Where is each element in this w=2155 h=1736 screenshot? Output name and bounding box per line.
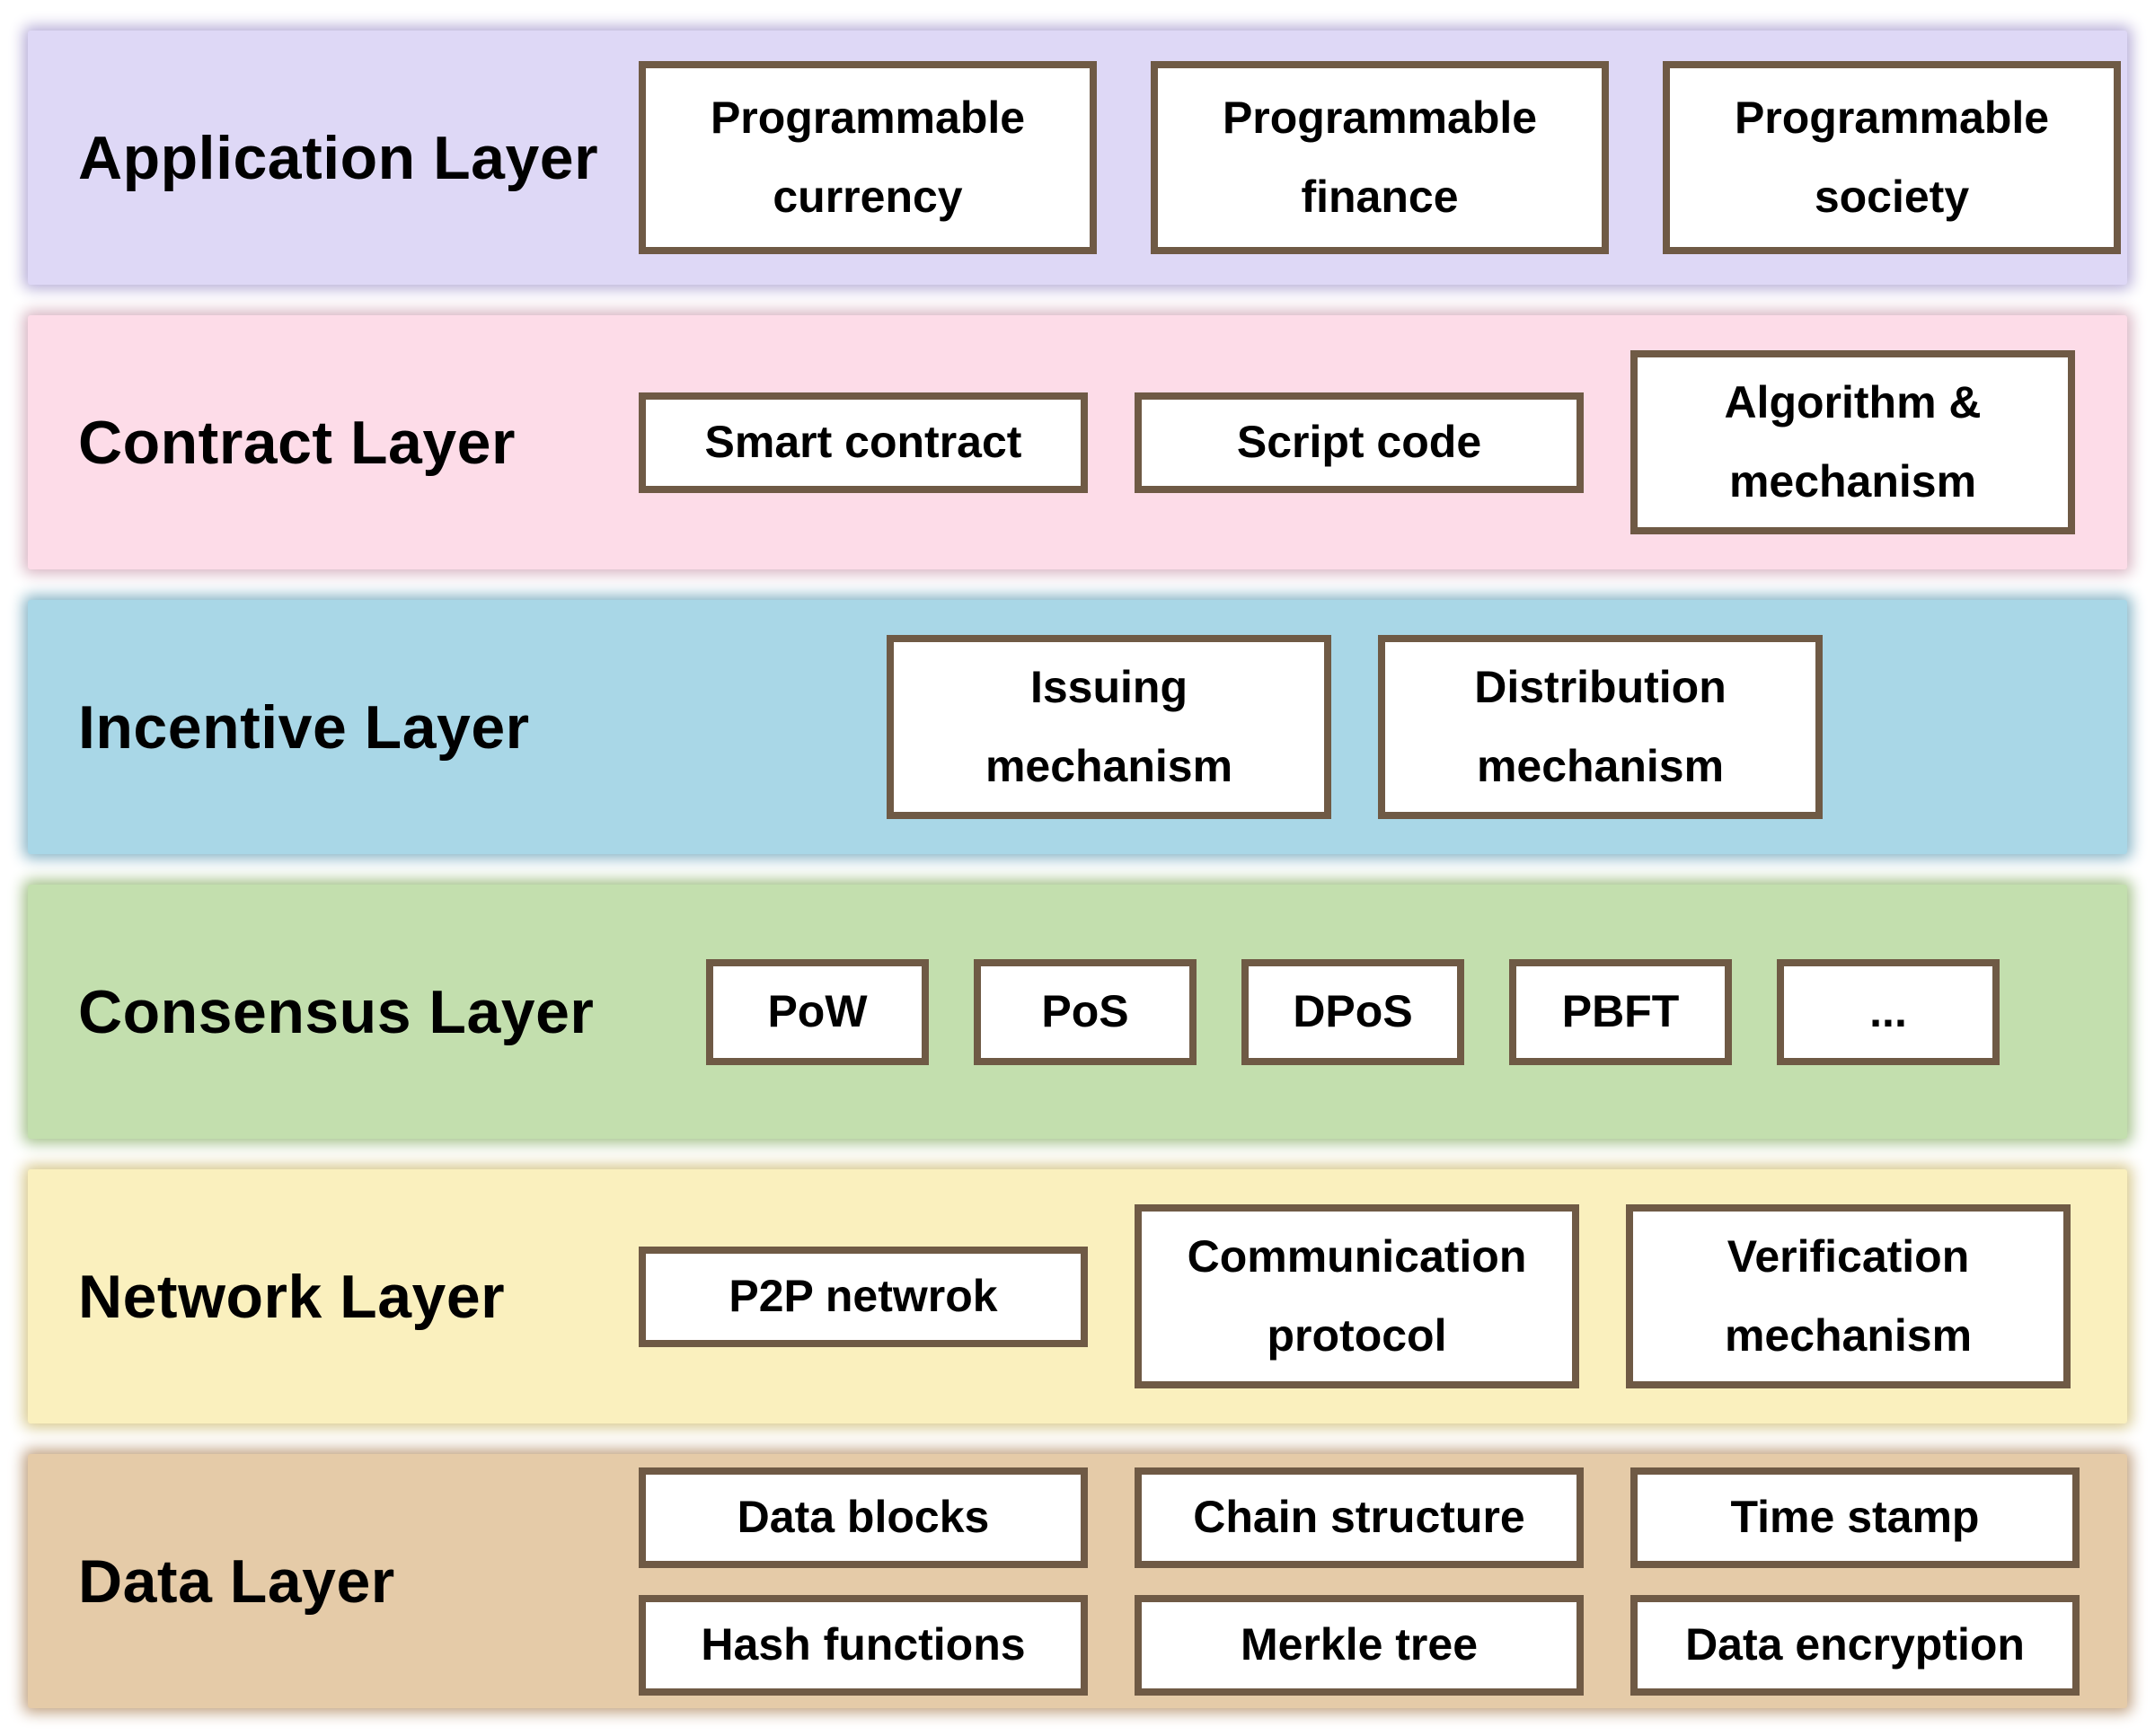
item-box-issuing-mechanism: Issuing mechanism [887,635,1331,819]
application-items: Programmable currency Programmable finan… [608,61,2127,254]
layer-label-contract: Contract Layer [78,408,516,477]
item-box-data-encryption: Data encryption [1630,1594,2080,1696]
item-box-hash-functions: Hash functions [639,1594,1088,1696]
layer-band-contract: Contract Layer Smart contract Script cod… [28,315,2127,569]
layer-band-incentive: Incentive Layer Issuing mechanism Distri… [28,600,2127,854]
incentive-items: Issuing mechanism Distribution mechanism [608,635,2127,819]
consensus-items: PoW PoS DPoS PBFT ... [608,958,2127,1065]
item-box-pow: PoW [706,958,929,1065]
item-box-programmable-finance: Programmable finance [1151,61,1609,254]
item-box-merkle-tree: Merkle tree [1135,1594,1584,1696]
data-items: Data blocks Chain structure Time stamp H… [608,1467,2127,1696]
layer-label-incentive: Incentive Layer [78,692,530,762]
item-box-data-blocks: Data blocks [639,1467,1088,1568]
layer-label-network: Network Layer [78,1262,506,1331]
layer-band-network: Network Layer P2P netwrok Communication … [28,1169,2127,1423]
item-box-pos: PoS [974,958,1197,1065]
network-items: P2P netwrok Communication protocol Verif… [608,1204,2127,1388]
layer-label-application: Application Layer [78,123,599,192]
contract-items: Smart contract Script code Algorithm & m… [608,350,2127,534]
item-box-script-code: Script code [1135,392,1584,493]
item-box-dpos: DPoS [1241,958,1464,1065]
item-box-smart-contract: Smart contract [639,392,1088,493]
item-box-pbft: PBFT [1509,958,1732,1065]
item-box-ellipsis: ... [1777,958,2000,1065]
item-box-time-stamp: Time stamp [1630,1467,2080,1568]
layer-band-data: Data Layer Data blocks Chain structure T… [28,1454,2127,1708]
item-box-distribution-mechanism: Distribution mechanism [1378,635,1823,819]
item-box-programmable-currency: Programmable currency [639,61,1097,254]
item-box-p2p-network: P2P netwrok [639,1246,1088,1347]
item-box-programmable-society: Programmable society [1663,61,2121,254]
item-box-verification-mechanism: Verification mechanism [1626,1204,2071,1388]
item-box-chain-structure: Chain structure [1135,1467,1584,1568]
layer-label-data: Data Layer [78,1547,395,1616]
layer-band-consensus: Consensus Layer PoW PoS DPoS PBFT ... [28,885,2127,1139]
item-box-algorithm-mechanism: Algorithm & mechanism [1630,350,2075,534]
layer-label-consensus: Consensus Layer [78,977,595,1046]
item-box-communication-protocol: Communication protocol [1135,1204,1579,1388]
layer-band-application: Application Layer Programmable currency … [28,31,2127,285]
